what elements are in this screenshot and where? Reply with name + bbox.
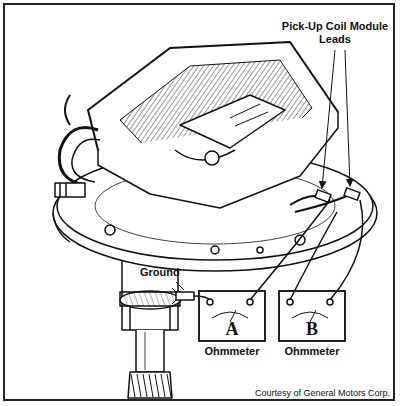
credit-note: Courtesy of General Motors Corp. bbox=[255, 388, 390, 398]
illustration-stroke bbox=[322, 50, 335, 188]
illustration-stroke bbox=[315, 190, 331, 202]
illustration-stroke bbox=[230, 310, 316, 322]
illustration-stroke bbox=[287, 299, 293, 305]
illustration-stroke bbox=[120, 292, 180, 306]
illustration-stroke bbox=[250, 200, 330, 300]
illustration-stroke bbox=[230, 104, 268, 126]
lead-label: Pick-Up Coil Module Leads bbox=[280, 20, 390, 45]
ohmmeter: B Ohmmeter bbox=[278, 290, 346, 358]
illustration-stroke bbox=[345, 50, 350, 186]
meter-letter: B bbox=[280, 320, 344, 338]
illustration-stroke bbox=[55, 183, 85, 197]
illustration-stroke bbox=[247, 299, 253, 305]
illustration-stroke bbox=[176, 282, 184, 290]
illustration-stroke bbox=[207, 299, 213, 305]
illustration-stroke bbox=[290, 212, 337, 300]
ohmmeter: A Ohmmeter bbox=[198, 290, 266, 358]
illustration-stroke bbox=[145, 332, 146, 370]
illustration-stroke bbox=[212, 312, 248, 318]
illustration-stroke bbox=[180, 95, 285, 148]
illustration-stroke bbox=[105, 225, 115, 235]
illustration-stroke bbox=[327, 299, 333, 305]
illustration-stroke bbox=[292, 312, 328, 318]
meter-letter: A bbox=[200, 320, 264, 338]
illustration-stroke bbox=[136, 330, 164, 372]
illustration-stroke bbox=[60, 183, 66, 197]
meter-label: Ohmmeter bbox=[198, 345, 266, 358]
illustration-stroke bbox=[128, 372, 172, 398]
illustration-stroke bbox=[176, 292, 194, 300]
illustration-stroke bbox=[72, 139, 100, 182]
illustration-stroke bbox=[130, 306, 170, 330]
illustration-stroke bbox=[131, 374, 171, 397]
illustration-stroke bbox=[211, 246, 219, 254]
meter-label: Ohmmeter bbox=[278, 345, 346, 358]
illustration-stroke bbox=[205, 151, 219, 165]
illustration-stroke bbox=[257, 247, 263, 253]
illustration-stroke bbox=[344, 188, 360, 200]
illustration-stroke bbox=[120, 291, 180, 309]
illustration-stroke bbox=[290, 196, 318, 205]
ground-label: Ground bbox=[140, 266, 200, 279]
illustration-stroke bbox=[53, 42, 377, 398]
meter-face: A bbox=[198, 290, 266, 342]
meter-face: B bbox=[278, 290, 346, 342]
illustration-stroke bbox=[65, 95, 70, 125]
illustration-stroke bbox=[172, 288, 176, 304]
